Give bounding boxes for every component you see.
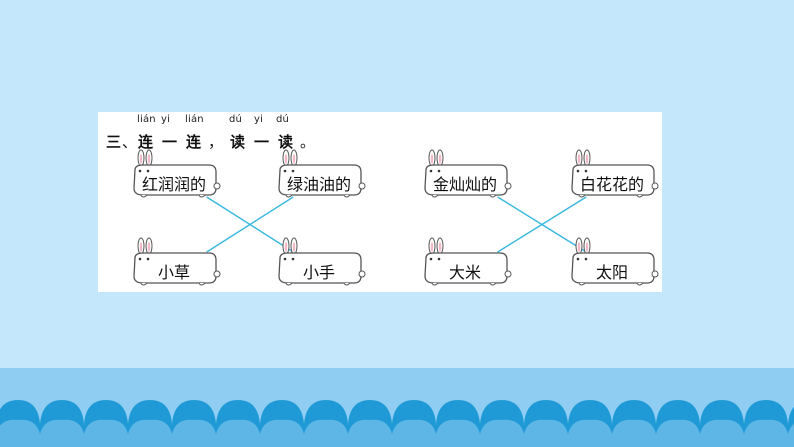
wave-inner: [348, 419, 392, 447]
pinyin-du-2: dú: [276, 114, 290, 125]
word-top-3: 金灿灿的: [432, 175, 497, 194]
pinyin-lian-2: lián: [185, 114, 204, 125]
title-char-lian-1: 连: [138, 133, 154, 151]
wave-inner: [744, 419, 788, 447]
wave-inner: [788, 423, 794, 447]
wave-inner: [568, 419, 612, 447]
wave-inner: [524, 419, 568, 447]
word-bottom-4: 太阳: [595, 263, 628, 282]
wave-inner: [40, 419, 84, 447]
wave-inner: [260, 419, 304, 447]
exercise-sep: 、: [122, 133, 138, 151]
wave-inner: [656, 419, 700, 447]
word-box-bottom-2[interactable]: 小手: [276, 237, 366, 286]
title-period: 。: [300, 133, 316, 151]
word-box-bottom-3[interactable]: 大米: [422, 237, 512, 286]
wave-inner: [0, 419, 40, 447]
wave-inner: [612, 419, 656, 447]
exercise-number: 三: [106, 133, 122, 151]
title-comma: ，: [208, 133, 224, 151]
word-box-top-2[interactable]: 绿油油的: [276, 149, 366, 198]
wave-pattern-icon: [0, 368, 794, 447]
title-char-yi-2: 一: [254, 133, 270, 151]
wave-inner: [304, 419, 348, 447]
wave-inner: [84, 419, 128, 447]
word-top-1: 红润润的: [141, 175, 206, 194]
word-box-bottom-1[interactable]: 小草: [131, 237, 221, 286]
wave-inner: [436, 419, 480, 447]
wave-inner: [128, 419, 172, 447]
word-box-top-4[interactable]: 白花花的: [569, 149, 659, 198]
pinyin-yi-2: yi: [254, 114, 264, 125]
pinyin-lian-1: lián: [137, 114, 156, 125]
word-bottom-3: 大米: [448, 263, 481, 282]
pinyin-du-1: dú: [229, 114, 243, 125]
word-bottom-1: 小草: [157, 263, 190, 282]
match-lines: [206, 196, 587, 253]
word-bottom-2: 小手: [302, 263, 335, 282]
match-line-2: [206, 196, 294, 253]
wave-inner: [700, 419, 744, 447]
wave-inner: [392, 419, 436, 447]
match-line-4: [497, 196, 587, 253]
exercise-card: lián yi lián dú yi dú 三 、 连 一 连 ， 读 一 读 …: [98, 112, 662, 292]
wave-inner: [172, 419, 216, 447]
pinyin-yi-1: yi: [161, 114, 171, 125]
wave-inner: [216, 419, 260, 447]
word-box-bottom-4[interactable]: 太阳: [569, 237, 659, 286]
title-char-du-2: 读: [278, 133, 294, 151]
word-box-top-1[interactable]: 红润润的: [131, 149, 221, 198]
title-char-du-1: 读: [230, 133, 246, 151]
title-char-lian-2: 连: [186, 133, 202, 151]
word-top-4: 白花花的: [579, 175, 644, 194]
title-char-yi-1: 一: [162, 133, 178, 151]
wave-inner: [480, 419, 524, 447]
word-box-top-3[interactable]: 金灿灿的: [422, 149, 512, 198]
word-top-2: 绿油油的: [286, 175, 351, 194]
